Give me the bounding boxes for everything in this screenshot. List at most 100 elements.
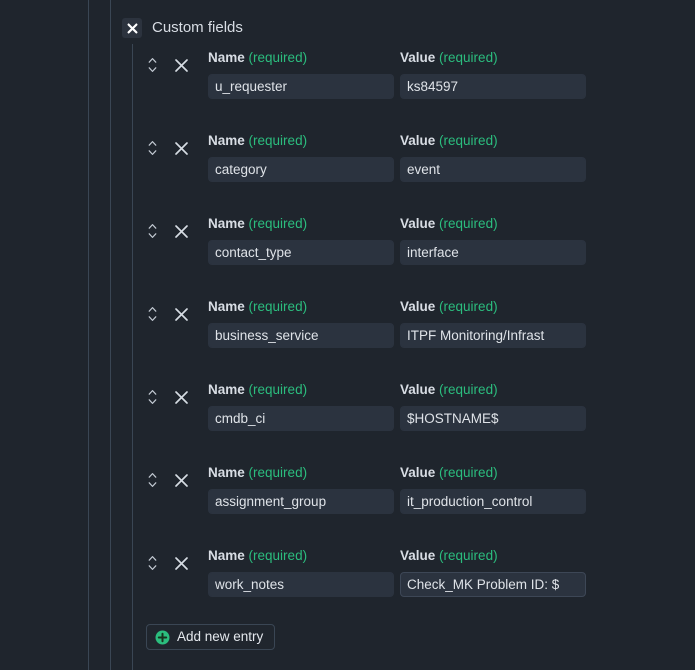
close-icon[interactable]: [122, 18, 142, 38]
value-field-group: Value (required): [400, 299, 586, 348]
delete-row-icon[interactable]: [172, 471, 190, 489]
value-required-tag: (required): [439, 133, 498, 148]
value-input[interactable]: [400, 240, 586, 265]
custom-fields-row-list: Name (required)Value (required)Name (req…: [133, 44, 693, 625]
name-input[interactable]: [208, 240, 394, 265]
value-input[interactable]: [400, 406, 586, 431]
value-required-tag: (required): [439, 299, 498, 314]
value-label-text: Value: [400, 216, 436, 231]
delete-row-icon[interactable]: [172, 222, 190, 240]
row-controls: [145, 303, 190, 325]
value-required-tag: (required): [439, 548, 498, 563]
custom-field-row: Name (required)Value (required): [133, 210, 693, 293]
sort-updown-icon[interactable]: [145, 303, 159, 325]
value-input[interactable]: [400, 323, 586, 348]
name-input[interactable]: [208, 74, 394, 99]
name-label-text: Name: [208, 216, 245, 231]
nesting-guide-inner: [132, 44, 133, 670]
value-input[interactable]: [400, 572, 586, 597]
name-required-tag: (required): [248, 50, 308, 65]
name-required-tag: (required): [248, 133, 308, 148]
value-label-text: Value: [400, 465, 436, 480]
name-field-label: Name (required): [208, 133, 394, 149]
name-field-label: Name (required): [208, 548, 394, 564]
value-required-tag: (required): [439, 216, 498, 231]
add-new-entry-label: Add new entry: [177, 629, 264, 645]
delete-row-icon[interactable]: [172, 56, 190, 74]
custom-field-row: Name (required)Value (required): [133, 293, 693, 376]
custom-field-row: Name (required)Value (required): [133, 459, 693, 542]
plus-circle-icon: [155, 630, 170, 644]
sort-updown-icon[interactable]: [145, 552, 159, 574]
sort-updown-icon[interactable]: [145, 386, 159, 408]
page-title: Custom fields: [152, 19, 243, 36]
section-header: Custom fields: [122, 16, 243, 40]
row-controls: [145, 469, 190, 491]
name-field-group: Name (required): [208, 382, 394, 431]
value-field-label: Value (required): [400, 465, 586, 481]
value-field-label: Value (required): [400, 50, 586, 66]
value-label-text: Value: [400, 299, 436, 314]
sort-updown-icon[interactable]: [145, 220, 159, 242]
value-required-tag: (required): [439, 50, 498, 65]
custom-field-row: Name (required)Value (required): [133, 376, 693, 459]
name-required-tag: (required): [248, 548, 308, 563]
name-input[interactable]: [208, 489, 394, 514]
row-controls: [145, 386, 190, 408]
value-required-tag: (required): [439, 382, 498, 397]
name-required-tag: (required): [248, 216, 308, 231]
value-label-text: Value: [400, 50, 436, 65]
value-label-text: Value: [400, 382, 436, 397]
value-field-group: Value (required): [400, 465, 586, 514]
row-controls: [145, 137, 190, 159]
name-required-tag: (required): [248, 465, 308, 480]
value-field-group: Value (required): [400, 50, 586, 99]
custom-field-row: Name (required)Value (required): [133, 127, 693, 210]
value-field-group: Value (required): [400, 548, 586, 597]
delete-row-icon[interactable]: [172, 305, 190, 323]
name-input[interactable]: [208, 406, 394, 431]
nesting-guide-middle: [110, 0, 111, 670]
nesting-guide-outer: [88, 0, 89, 670]
name-label-text: Name: [208, 299, 245, 314]
value-input[interactable]: [400, 157, 586, 182]
name-required-tag: (required): [248, 299, 308, 314]
value-input[interactable]: [400, 74, 586, 99]
name-required-tag: (required): [248, 382, 308, 397]
sort-updown-icon[interactable]: [145, 137, 159, 159]
name-field-label: Name (required): [208, 465, 394, 481]
value-required-tag: (required): [439, 465, 498, 480]
name-input[interactable]: [208, 572, 394, 597]
name-field-group: Name (required): [208, 50, 394, 99]
name-field-group: Name (required): [208, 299, 394, 348]
row-controls: [145, 552, 190, 574]
name-input[interactable]: [208, 323, 394, 348]
name-input[interactable]: [208, 157, 394, 182]
value-field-label: Value (required): [400, 299, 586, 315]
sort-updown-icon[interactable]: [145, 469, 159, 491]
value-field-label: Value (required): [400, 548, 586, 564]
name-field-group: Name (required): [208, 465, 394, 514]
custom-field-row: Name (required) Value (required): [133, 542, 693, 625]
add-new-entry-button[interactable]: Add new entry: [146, 624, 276, 650]
name-label-text: Name: [208, 50, 245, 65]
name-field-label: Name (required): [208, 299, 394, 315]
delete-row-icon[interactable]: [172, 388, 190, 406]
delete-row-icon[interactable]: [172, 139, 190, 157]
name-label-text: Name: [208, 382, 245, 397]
name-label-text: Name: [208, 465, 245, 480]
name-label-text: Name: [208, 133, 245, 148]
value-input[interactable]: [400, 489, 586, 514]
name-field-label: Name (required): [208, 216, 394, 232]
name-field-group: Name (required): [208, 548, 394, 597]
sort-updown-icon[interactable]: [145, 54, 159, 76]
name-field-group: Name (required): [208, 216, 394, 265]
delete-row-icon[interactable]: [172, 554, 190, 572]
name-field-group: Name (required): [208, 133, 394, 182]
value-label-text: Value: [400, 133, 436, 148]
value-field-group: Value (required): [400, 216, 586, 265]
custom-field-row: Name (required)Value (required): [133, 44, 693, 127]
name-field-label: Name (required): [208, 382, 394, 398]
row-controls: [145, 54, 190, 76]
